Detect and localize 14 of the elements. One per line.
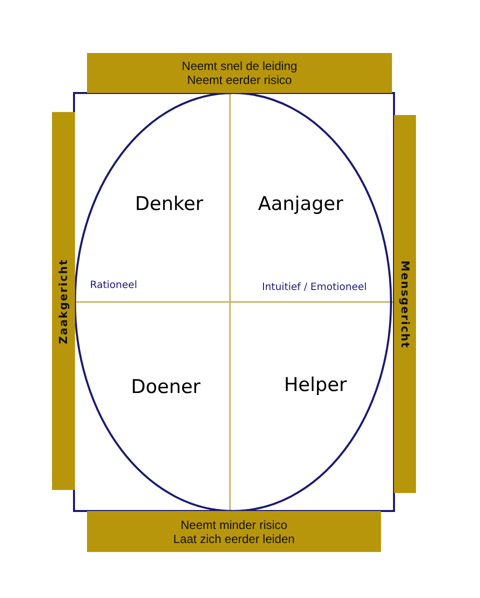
label-band: [394, 115, 416, 493]
label-band: [87, 53, 392, 93]
quadrant-label: Helper: [284, 374, 347, 396]
quadrant-label: Doener: [131, 376, 200, 398]
band-text: Neemt snel de leiding Neemt eerder risico: [180, 59, 298, 87]
axis-label: Rationeel: [90, 280, 138, 291]
axis-label: Intuitief / Emotioneel: [262, 282, 367, 293]
label-band: [87, 511, 381, 552]
band-text: Neemt minder risico Laat zich eerder leiden: [172, 518, 296, 546]
band-text: Zaakgericht: [57, 258, 70, 344]
quadrant-label: Aanjager: [258, 193, 344, 215]
quadrant-label: Denker: [135, 193, 204, 215]
band-text: Mensgericht: [398, 260, 412, 348]
label-band: [52, 112, 75, 490]
